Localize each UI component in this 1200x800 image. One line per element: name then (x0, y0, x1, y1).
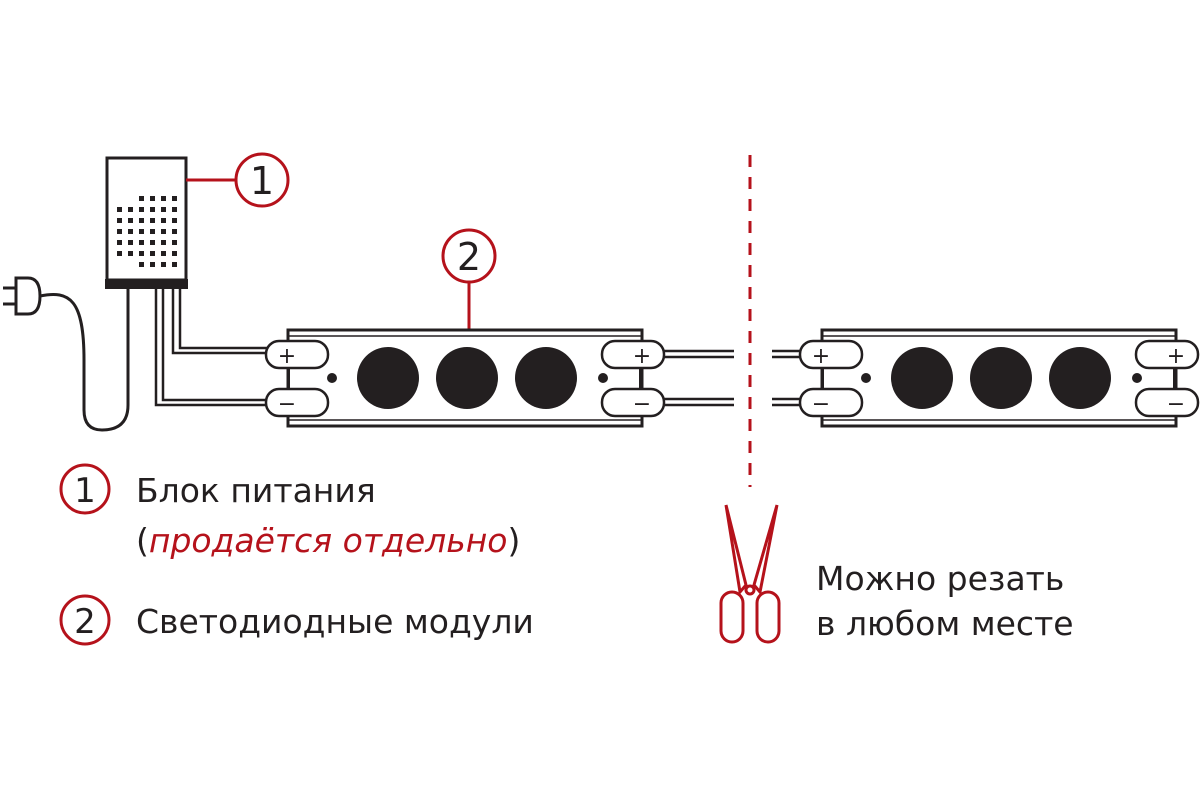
vent-hole (172, 207, 177, 212)
vent-hole (172, 218, 177, 223)
power-cord (39, 287, 130, 432)
vent-hole (117, 207, 122, 212)
module-1-right-plus: + (633, 344, 651, 369)
vent-hole (139, 262, 144, 267)
vent-hole (117, 218, 122, 223)
legend-2-number: 2 (74, 602, 96, 642)
vent-hole (161, 218, 166, 223)
vent-hole (128, 240, 133, 245)
vent-hole (150, 240, 155, 245)
legend-1-number: 1 (74, 471, 96, 511)
psu-output-wires (154, 289, 268, 407)
vent-hole (161, 196, 166, 201)
vent-hole (139, 240, 144, 245)
callout-2-number: 2 (457, 235, 481, 279)
vent-hole (150, 262, 155, 267)
vent-hole (150, 218, 155, 223)
vent-hole (117, 240, 122, 245)
module-2-right-minus: − (1167, 392, 1185, 417)
module-wires-left (664, 349, 734, 407)
vent-hole (139, 207, 144, 212)
vent-hole (172, 251, 177, 256)
vent-hole (139, 218, 144, 223)
vent-hole (128, 229, 133, 234)
vent-hole (128, 251, 133, 256)
led-2-3 (1049, 347, 1111, 409)
legend-2-label: Светодиодные модули (136, 602, 534, 641)
led-1-2 (436, 347, 498, 409)
vent-hole (161, 251, 166, 256)
vent-hole (139, 229, 144, 234)
vent-hole (150, 229, 155, 234)
led-2-2 (970, 347, 1032, 409)
vent-hole (172, 240, 177, 245)
scissors-icon (719, 504, 781, 644)
legend-1-label: Блок питания (136, 471, 376, 510)
led-module-2: + − + − (798, 328, 1200, 428)
module-1-right-minus: − (633, 392, 651, 417)
led-1-3 (515, 347, 577, 409)
vent-hole (150, 196, 155, 201)
led-module-1: + − + − (264, 328, 666, 428)
vent-hole (172, 196, 177, 201)
vent-hole (128, 218, 133, 223)
vent-hole (150, 251, 155, 256)
vent-hole (117, 229, 122, 234)
vent-hole (172, 262, 177, 267)
vent-hole (150, 207, 155, 212)
module-2-left-minus: − (812, 392, 830, 417)
module-1-left-minus: − (278, 392, 296, 417)
vent-hole (128, 207, 133, 212)
cut-note-line-1: Можно резать (816, 559, 1064, 598)
module-1-left-plus: + (278, 344, 296, 369)
vent-hole (139, 251, 144, 256)
led-2-1 (891, 347, 953, 409)
led-1-1 (357, 347, 419, 409)
vent-hole (161, 240, 166, 245)
vent-hole (172, 229, 177, 234)
plug-icon (3, 276, 42, 316)
vent-hole (161, 229, 166, 234)
module-2-left-plus: + (812, 344, 830, 369)
module-wires-right (772, 349, 800, 407)
legend-1-note: (продаётся отдельно) (136, 521, 520, 560)
vent-hole (161, 262, 166, 267)
power-supply-icon (105, 156, 188, 289)
callout-1-circle (234, 152, 290, 208)
cut-note-line-2: в любом месте (816, 604, 1074, 643)
callout-1-number: 1 (250, 159, 274, 203)
module-2-right-plus: + (1167, 344, 1185, 369)
vent-hole (161, 207, 166, 212)
vent-hole (139, 196, 144, 201)
legend-item-2: 2 Светодиодные модули (59, 594, 534, 646)
vent-hole (117, 251, 122, 256)
legend-item-1: 1 Блок питания (продаётся отдельно) (59, 463, 520, 560)
